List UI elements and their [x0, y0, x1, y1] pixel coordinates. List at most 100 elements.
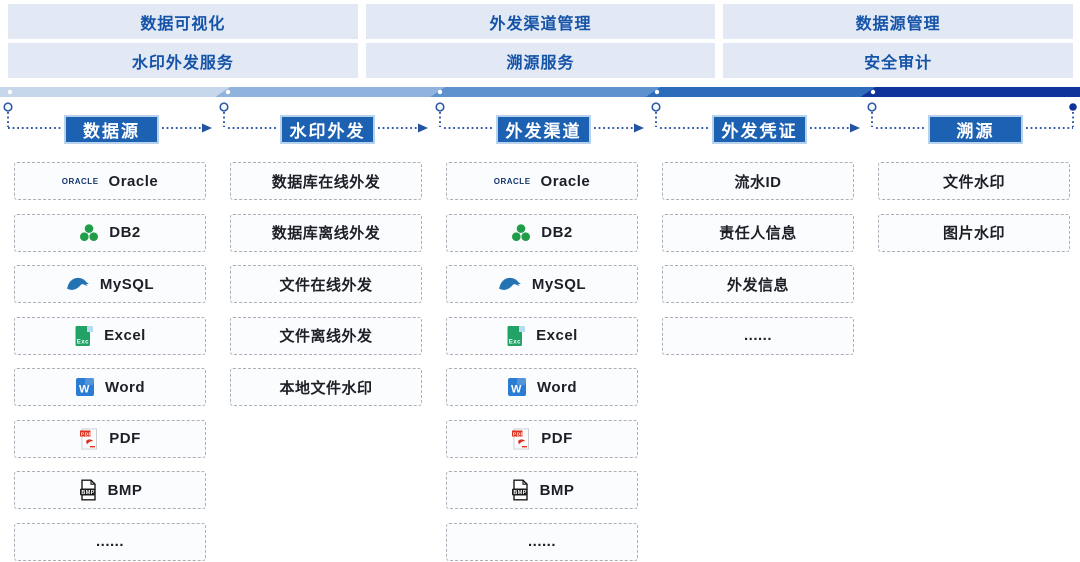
diagram-item: MySQL: [14, 265, 206, 303]
item-label: Oracle: [108, 172, 159, 190]
flow-arrowheads: [202, 123, 860, 133]
tab-row-2: 水印外发服务 溯源服务 安全审计: [8, 43, 1074, 78]
stage-label: 外发渠道: [496, 115, 591, 144]
diagram-item: PDF PDF: [14, 419, 206, 458]
item-label: ......: [95, 533, 124, 550]
svg-text:PDF: PDF: [81, 431, 92, 437]
oracle-wordmark-text: ORACLE: [61, 176, 99, 186]
diagram-item: ORACLE Oracle: [446, 162, 638, 200]
oracle-logo: ORACLE: [494, 177, 531, 186]
arrow-right-icon: [202, 123, 212, 133]
item-label: MySQL: [531, 275, 587, 293]
item-label: 文件在线外发: [279, 276, 373, 294]
diagram-item: W Word: [14, 368, 206, 406]
diagram-item: DB2: [446, 213, 638, 252]
item-label: 数据库离线外发: [271, 225, 381, 242]
arrow-right-icon: [850, 123, 860, 133]
item-label: MySQL: [99, 275, 155, 293]
band-segment: [0, 87, 230, 97]
diagram-item: DB2: [14, 213, 206, 252]
diagram-item: 责任人信息: [662, 213, 854, 252]
arrow-right-icon: [634, 123, 644, 133]
svg-text:BMP: BMP: [513, 490, 526, 496]
diagram-item: 文件在线外发: [230, 265, 422, 303]
item-label: 文件水印: [942, 173, 1005, 191]
diagram-item: ......: [662, 316, 854, 355]
word-icon: W: [75, 377, 95, 397]
svg-text:W: W: [79, 384, 90, 396]
item-label: 流水ID: [734, 173, 782, 191]
diagram-item: BMP BMP: [446, 471, 638, 509]
svg-text:BMP: BMP: [81, 490, 94, 496]
mysql-icon: [66, 275, 90, 293]
diagram-item: W Word: [446, 368, 638, 406]
diagram-item: 数据库离线外发: [230, 213, 422, 252]
band-segment: [645, 87, 875, 97]
diagram-item: 文件水印: [878, 162, 1070, 200]
item-label: ......: [743, 327, 772, 344]
diagram-item: MySQL: [446, 265, 638, 303]
flow-nodes: [3, 102, 1077, 112]
diagram-item: Exc Excel: [446, 316, 638, 355]
stage-label: 数据源: [64, 115, 159, 144]
dotted-flow-lines: [7, 112, 1074, 129]
svg-text:PDF: PDF: [513, 431, 524, 437]
diagram-item: 外发信息: [662, 265, 854, 303]
diagram-item: Exc Excel: [14, 316, 206, 355]
tab-watermark-outbound-service[interactable]: 水印外发服务: [8, 43, 358, 78]
diagram-item: ORACLE Oracle: [14, 162, 206, 200]
tab-security-audit[interactable]: 安全审计: [723, 43, 1074, 78]
item-label: Oracle: [540, 172, 591, 190]
diagram-item: 图片水印: [878, 213, 1070, 252]
item-label: Word: [104, 378, 146, 396]
flow-node-circle: [3, 102, 13, 112]
item-label: 本地文件水印: [279, 379, 373, 397]
band-segment: [860, 87, 1080, 97]
stage-column: 文件水印图片水印: [878, 162, 1070, 252]
item-label: Excel: [536, 327, 578, 344]
tab-trace-service[interactable]: 溯源服务: [365, 43, 716, 78]
diagram-item: 数据库在线外发: [230, 162, 422, 200]
flow-node-circle: [219, 102, 229, 112]
flow-end-dot: [1069, 103, 1077, 111]
item-label: Excel: [104, 327, 146, 344]
diagram-item: 本地文件水印: [230, 368, 422, 406]
svg-text:W: W: [511, 384, 522, 396]
item-label: BMP: [539, 481, 575, 499]
svg-text:Exc: Exc: [77, 339, 89, 345]
bmp-icon: BMP: [510, 479, 530, 501]
tab-data-visualization[interactable]: 数据可视化: [8, 4, 358, 39]
item-label: DB2: [541, 224, 573, 241]
pdf-icon: PDF: [511, 428, 531, 450]
db2-icon: [79, 223, 99, 243]
arrow-right-icon: [418, 123, 428, 133]
excel-icon: Exc: [74, 325, 94, 347]
diagram-item: 流水ID: [662, 162, 854, 200]
item-label: 责任人信息: [719, 225, 797, 242]
tab-datasource-mgmt[interactable]: 数据源管理: [723, 4, 1074, 39]
diagram-item: ......: [14, 522, 206, 561]
service-tabbar: 数据可视化 外发渠道管理 数据源管理 水印外发服务 溯源服务 安全审计: [8, 4, 1074, 78]
excel-icon: Exc: [506, 325, 526, 347]
stage-label: 水印外发: [280, 115, 375, 144]
tab-outbound-channel-mgmt[interactable]: 外发渠道管理: [365, 4, 716, 39]
diagram-item: 文件离线外发: [230, 316, 422, 355]
db2-icon: [511, 223, 531, 243]
item-label: Word: [536, 378, 578, 396]
item-label: PDF: [109, 430, 141, 447]
stage-column: 流水ID 责任人信息外发信息......: [662, 162, 854, 355]
svg-text:Exc: Exc: [509, 339, 521, 345]
flow-node-circle: [867, 102, 877, 112]
progress-band: [0, 87, 1080, 97]
item-label: 图片水印: [942, 225, 1005, 242]
item-label: ......: [527, 533, 556, 550]
item-label: PDF: [541, 430, 573, 447]
item-label: BMP: [107, 481, 143, 499]
tab-row-1: 数据可视化 外发渠道管理 数据源管理: [8, 4, 1074, 39]
oracle-logo: ORACLE: [62, 177, 99, 186]
band-segment: [430, 87, 660, 97]
flow-node-circle: [435, 102, 445, 112]
oracle-wordmark-text: ORACLE: [493, 176, 531, 186]
